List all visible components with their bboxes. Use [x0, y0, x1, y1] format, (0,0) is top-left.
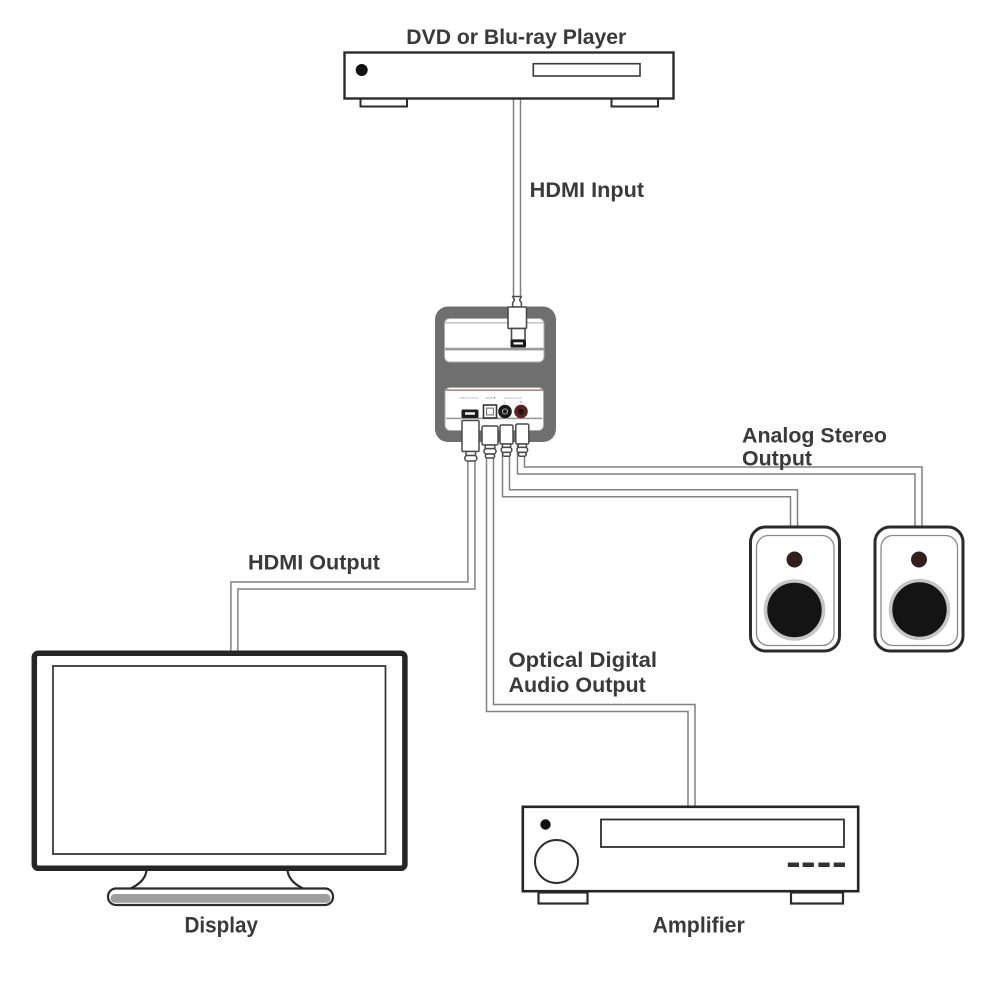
svg-text:Display: Display	[185, 912, 259, 937]
svg-text:HDMI Output: HDMI Output	[248, 551, 380, 575]
svg-text:Amplifier: Amplifier	[653, 912, 746, 937]
svg-text:ANALOG OUT: ANALOG OUT	[504, 396, 522, 400]
svg-text:Audio Output: Audio Output	[509, 673, 646, 697]
svg-text:R: R	[520, 401, 523, 405]
svg-text:Output: Output	[742, 446, 812, 470]
svg-text:▪: ▪	[494, 395, 496, 400]
svg-text:Analog Stereo: Analog Stereo	[742, 423, 887, 447]
svg-text:HDMI OUTPUT: HDMI OUTPUT	[459, 396, 478, 400]
svg-text:L: L	[504, 401, 506, 405]
svg-text:SPDIF: SPDIF	[485, 396, 493, 400]
svg-text:Optical Digital: Optical Digital	[509, 648, 658, 672]
svg-text:DVD or Blu-ray Player: DVD or Blu-ray Player	[406, 26, 626, 49]
svg-text:HDMI Input: HDMI Input	[530, 178, 644, 202]
